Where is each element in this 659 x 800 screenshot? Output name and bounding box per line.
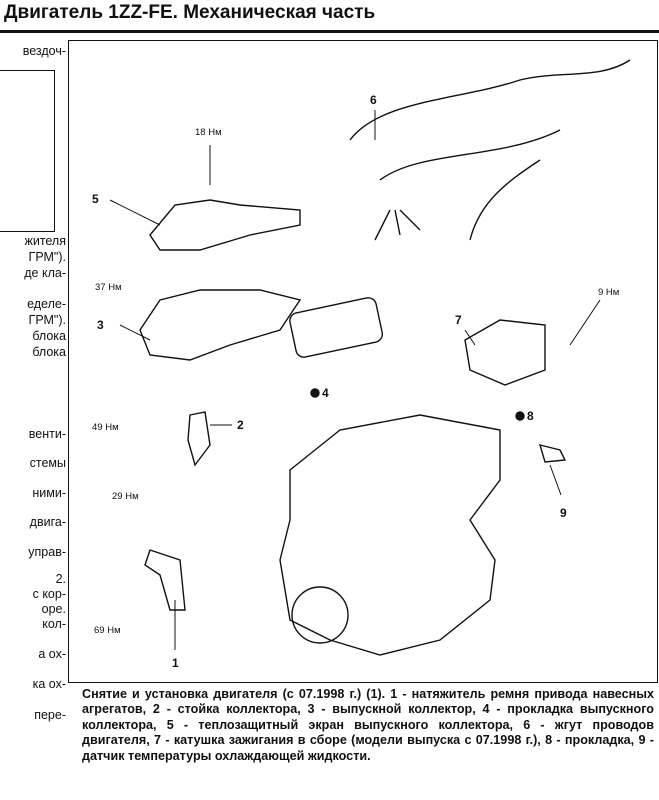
text-fragment: ГРМ"). [28, 313, 66, 327]
callout-number: 2 [237, 418, 244, 432]
title-rule [0, 30, 659, 33]
text-fragment: жителя [24, 234, 66, 248]
tensioner-drawing [144, 549, 186, 611]
torque-label: 29 Нм [112, 491, 139, 502]
manifold-stay-drawing [187, 411, 211, 467]
engine-block-drawing [279, 414, 501, 656]
text-fragment: 2. [55, 572, 66, 586]
ignition-coil-drawing [464, 319, 546, 386]
callout-number: 6 [370, 93, 377, 107]
previous-figure-fragment [0, 70, 55, 232]
callout-number: 1 [172, 656, 179, 670]
exhaust-manifold-drawing [139, 289, 302, 361]
text-fragment: ка ох- [32, 677, 66, 691]
text-fragment: с кор- [32, 587, 66, 601]
text-fragment: пере- [34, 708, 66, 722]
text-fragment: венти- [28, 427, 66, 441]
text-fragment: ГРМ"). [28, 250, 66, 264]
torque-label: 69 Нм [94, 625, 121, 636]
text-fragment: ними- [32, 486, 66, 500]
text-fragment: оре. [41, 602, 66, 616]
callout-number: 4 [322, 386, 329, 400]
text-fragment: блока [32, 345, 66, 359]
gasket-drawing [289, 297, 384, 358]
temp-sensor-drawing [538, 444, 567, 463]
text-fragment: еделе- [27, 297, 66, 311]
text-fragment: кол- [42, 617, 66, 631]
figure-caption: Снятие и установка двигателя (с 07.1998 … [82, 687, 654, 763]
text-fragment: двига- [29, 515, 66, 529]
callout-number: 3 [97, 318, 104, 332]
callout-number: 5 [92, 192, 99, 206]
callout-number: 9 [560, 506, 567, 520]
torque-label: 9 Нм [598, 287, 620, 298]
text-fragment: стемы [29, 456, 66, 470]
torque-label: 49 Нм [92, 422, 119, 433]
heat-shield-drawing [149, 199, 301, 251]
engine-diagram-frame [68, 40, 658, 683]
text-fragment: а ох- [38, 647, 66, 661]
page-title: Двигатель 1ZZ-FE. Механическая часть [4, 2, 376, 23]
text-fragment: вездоч- [22, 44, 66, 58]
callout-number: 7 [455, 313, 462, 327]
text-fragment: блока [32, 329, 66, 343]
callout-number: 8 [527, 409, 534, 423]
torque-label: 18 Нм [195, 127, 222, 138]
wiring-harness-drawing [349, 59, 631, 241]
text-fragment: управ- [28, 545, 66, 559]
torque-label: 37 Нм [95, 282, 122, 293]
text-fragment: де кла- [24, 266, 66, 280]
crank-pulley-drawing [291, 586, 349, 644]
